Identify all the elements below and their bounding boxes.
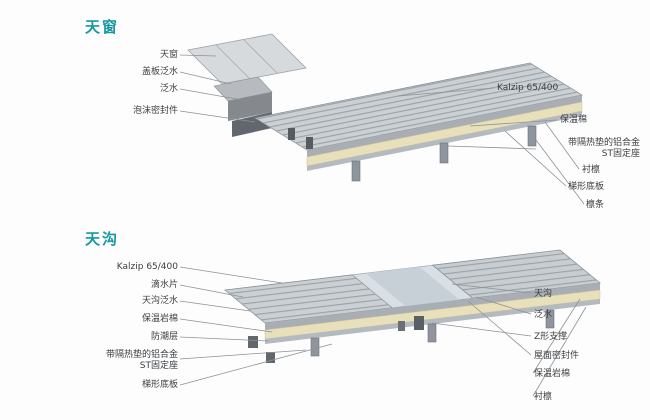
- ribbed-roof-panel-left: [224, 274, 394, 324]
- callout-label: 盖板泛水: [141, 67, 178, 77]
- skylight-detail-illustration: [187, 33, 584, 182]
- callout-label: 天窗: [159, 50, 178, 60]
- callout-label: 天沟泛水: [141, 296, 178, 306]
- callout-label: 衬檩: [582, 165, 601, 175]
- callout-label: 滴水片: [150, 280, 178, 290]
- gutter-supports: [248, 316, 424, 363]
- gutter-channel: [351, 264, 474, 309]
- skylight-cover: [187, 33, 307, 85]
- gutter-section-layers: [264, 283, 601, 344]
- skylight-curb: [213, 76, 273, 137]
- ribbed-roof-panel-right: [431, 249, 601, 299]
- section-title-gutter: 天沟: [85, 230, 120, 248]
- callout-label: 泛水: [159, 84, 178, 94]
- callout-label: 防潮层: [150, 332, 178, 342]
- callout-label: 梯形底板: [568, 182, 605, 192]
- callout-label: 泛水: [534, 310, 553, 320]
- callout-label: 保温棉: [560, 115, 588, 125]
- callout-label: 衬檩: [534, 392, 553, 402]
- section-title-skylight: 天窗: [85, 18, 120, 36]
- callout-label: 天沟: [534, 289, 553, 299]
- leader-lines: [179, 54, 587, 397]
- callout-label: 梯形底板: [141, 380, 178, 390]
- callout-label: 屋面密封件: [534, 351, 580, 361]
- callout-label: Kalzip 65/400: [497, 83, 559, 93]
- callout-label: Z形支撑: [534, 332, 568, 342]
- callout-label: 带隔热垫的铝合金 ST固定座: [105, 350, 178, 371]
- fixing-clips: [288, 128, 313, 149]
- callout-label: 带隔热垫的铝合金 ST固定座: [567, 138, 640, 159]
- purlins: [310, 309, 555, 357]
- callout-label: 保温岩棉: [141, 314, 178, 324]
- callout-label: 檩条: [586, 200, 605, 210]
- callout-label: 保温岩棉: [534, 369, 571, 379]
- roof-section-layers: [306, 95, 583, 171]
- callout-label: Kalzip 65/400: [116, 262, 178, 272]
- purlins: [351, 125, 537, 182]
- gutter-detail-illustration: [224, 249, 601, 363]
- callout-label: 泡沫密封件: [132, 106, 178, 116]
